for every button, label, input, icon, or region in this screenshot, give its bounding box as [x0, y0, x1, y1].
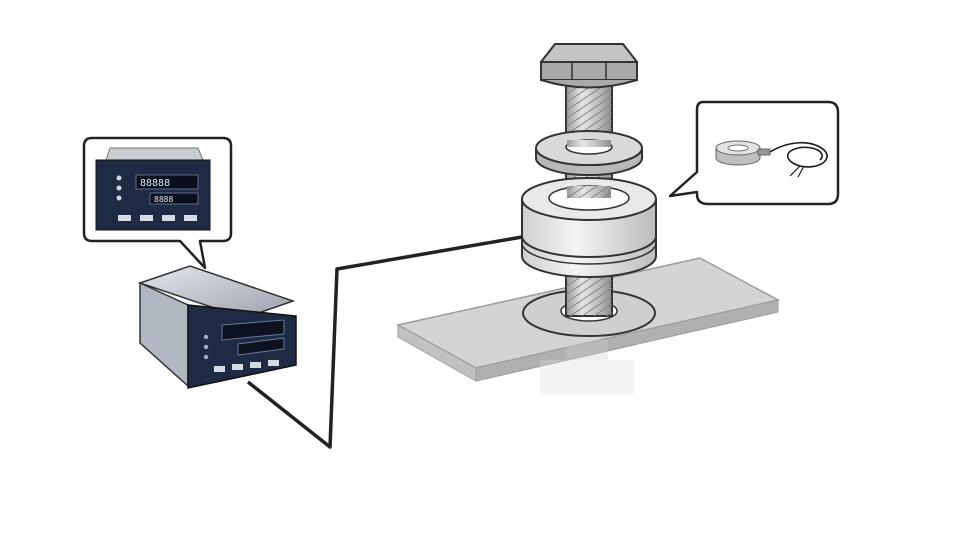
load-cell-callout [668, 100, 840, 206]
indicator-callout: 88888 8888 [82, 136, 233, 270]
washer-load-cell-icon [715, 140, 828, 178]
indicator-photo: 88888 8888 [95, 147, 211, 231]
upper-washer [535, 130, 643, 176]
signal-cable [246, 235, 523, 449]
washer-load-cell [521, 177, 657, 278]
svg-text:88888: 88888 [140, 178, 170, 189]
hex-bolt-icon [540, 43, 638, 89]
bolt-underside [540, 340, 634, 394]
weighing-indicator-icon [137, 265, 297, 389]
svg-text:8888: 8888 [154, 195, 173, 204]
